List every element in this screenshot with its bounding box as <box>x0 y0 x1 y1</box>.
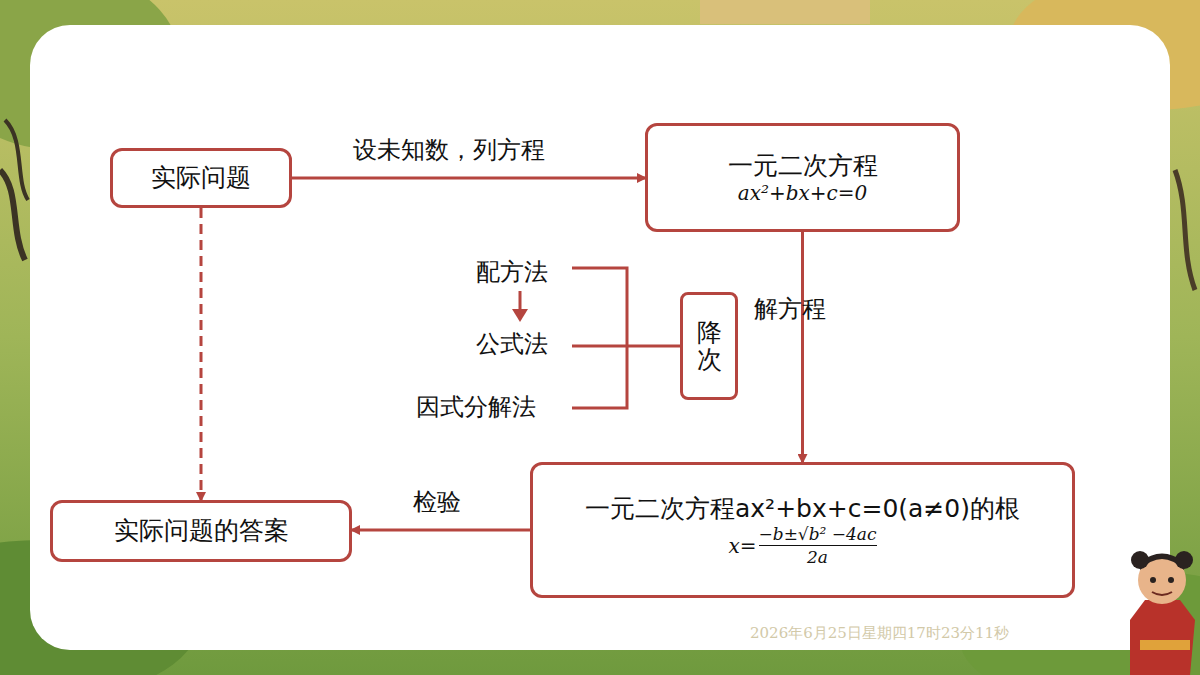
fraction: −b±√b² −4ac 2a <box>759 524 877 568</box>
process-box: 实际问题 <box>110 148 292 208</box>
flow-arrow <box>801 232 804 462</box>
method-label: 因式分解法 <box>413 391 539 423</box>
step-box: 降次 <box>680 292 738 400</box>
method-label: 公式法 <box>473 328 551 360</box>
method-label: 配方法 <box>473 256 551 288</box>
box-text: 实际问题的答案 <box>114 515 289 546</box>
fraction-bar <box>759 545 877 547</box>
box-text: 实际问题 <box>151 162 251 193</box>
edge-label: 设未知数，列方程 <box>350 134 548 166</box>
result-box: 一元二次方程ax²+bx+c=0(a≠0)的根 x=−b±√b² −4ac 2a <box>530 462 1075 598</box>
answer-box: 实际问题的答案 <box>50 500 352 562</box>
vertical-text: 降次 <box>697 319 722 374</box>
box-title: 一元二次方程ax²+bx+c=0(a≠0)的根 <box>585 493 1020 524</box>
flow-arrow <box>352 529 530 532</box>
edge-label: 检验 <box>410 486 464 518</box>
flow-arrow <box>292 177 645 180</box>
equation-box: 一元二次方程ax²+bx+c=0 <box>645 123 960 232</box>
edge-label: 解方程 <box>754 296 778 322</box>
numerator: −b±√b² −4ac <box>759 524 877 544</box>
cartoon-character <box>1130 551 1195 675</box>
formula-row: x=−b±√b² −4ac 2a <box>728 524 876 568</box>
dashed-arrow <box>200 208 203 500</box>
watermark: 2026年6月25日星期四17时23分11秒 <box>750 624 1009 643</box>
equation-text: ax²+bx+c=0 <box>738 181 868 205</box>
formula-lhs: x= <box>728 534 756 558</box>
denominator: 2a <box>807 547 828 567</box>
box-title: 一元二次方程 <box>728 150 878 181</box>
